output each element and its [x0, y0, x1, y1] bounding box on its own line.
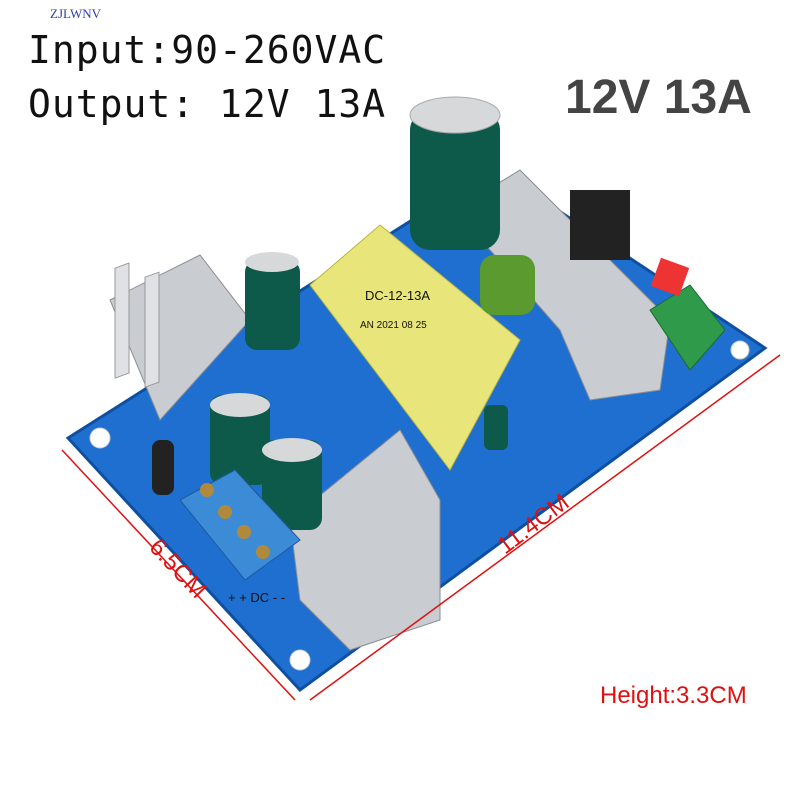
terminal-block-dc — [179, 469, 301, 581]
terminal-label: + + DC - - — [228, 590, 285, 605]
transformer-model: DC-12-13A — [365, 288, 430, 303]
capacitor-bottom-2 — [262, 438, 322, 530]
transformer: DC-12-13A AN 2021 08 25 — [309, 224, 521, 471]
output-spec: Output: 12V 13A — [28, 82, 387, 126]
capacitor-mid — [245, 252, 300, 350]
heatsink-right — [454, 169, 671, 401]
height-dimension: Height:3.3CM — [600, 682, 747, 709]
mounting-hole — [89, 427, 111, 449]
heatsink-bottom — [289, 429, 441, 651]
heatsink-left — [109, 254, 251, 421]
capacitor-small — [484, 405, 508, 450]
transformer-date: AN 2021 08 25 — [360, 320, 427, 331]
watermark: ZJLWNV — [50, 6, 102, 21]
x-capacitor — [480, 255, 535, 315]
mounting-hole — [289, 649, 311, 671]
mounting-hole — [730, 340, 750, 360]
input-spec: Input:90-260VAC — [28, 28, 387, 72]
inductor — [570, 190, 630, 260]
dimension-line-length — [309, 354, 781, 701]
terminal-block-ac — [649, 257, 726, 371]
headline-rating: 12V 13A — [565, 71, 752, 124]
capacitor-large — [409, 96, 501, 250]
inrush-thermistor — [152, 440, 174, 495]
capacitor-bottom-1 — [210, 393, 270, 485]
dimension-line-width — [61, 449, 296, 701]
